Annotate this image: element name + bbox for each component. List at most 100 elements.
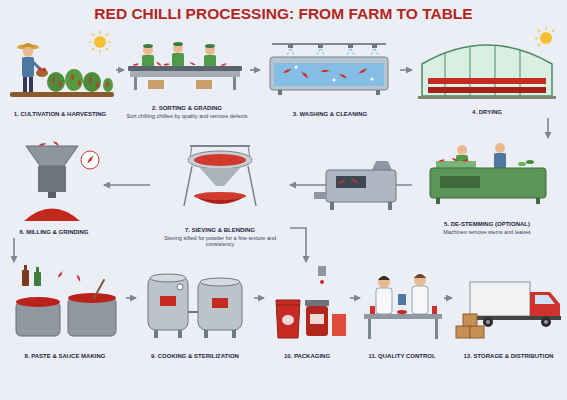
lab-illustration-part bbox=[364, 314, 442, 319]
lab-illustration bbox=[364, 274, 442, 339]
destemming-illustration-part bbox=[526, 160, 534, 164]
farm-illustration-part bbox=[36, 69, 48, 77]
step-label: 10. PACKAGING bbox=[265, 353, 349, 360]
paste-illustration-part bbox=[24, 265, 27, 270]
truck-illustration-part bbox=[470, 282, 530, 316]
sorting-illustration-part bbox=[148, 80, 164, 89]
step-text: 1. CULTIVATION & HARVESTING bbox=[5, 111, 115, 118]
lab-illustration-part bbox=[435, 319, 438, 339]
lab-illustration-part bbox=[368, 319, 371, 339]
step-label: 3. WASHING & CLEANING bbox=[261, 111, 399, 118]
farm-illustration-part bbox=[23, 47, 33, 57]
sorting-illustration-part bbox=[143, 44, 153, 48]
paste-illustration-part bbox=[16, 302, 60, 336]
cooking-tanks-part bbox=[154, 330, 158, 338]
packaging-illustration-part bbox=[277, 305, 299, 306]
conveyor-machine-part bbox=[330, 202, 334, 210]
step-text: 8. PASTE & SAUCE MAKING bbox=[5, 353, 125, 360]
step-text: 9. COOKING & STERILIZATION bbox=[137, 353, 253, 360]
step-label: 4. DRYING bbox=[413, 109, 561, 116]
sun-rays-part bbox=[545, 27, 546, 30]
cooking-tanks-part bbox=[198, 280, 242, 330]
truck-illustration-part bbox=[544, 320, 548, 324]
farm-illustration-part bbox=[103, 78, 113, 92]
sorting-illustration-part bbox=[142, 55, 154, 67]
cooking-tanks-part bbox=[177, 284, 183, 290]
destemming-illustration-part bbox=[457, 145, 467, 155]
conveyor-machine-part bbox=[338, 179, 346, 185]
paste-illustration-part bbox=[16, 297, 60, 307]
sorting-illustration-part bbox=[220, 62, 227, 67]
flow-arrow bbox=[116, 69, 124, 71]
cooking-tanks-part bbox=[204, 330, 208, 338]
sieve-illustration-part bbox=[188, 151, 252, 169]
water-spray-part bbox=[370, 49, 374, 57]
water-spray-part bbox=[316, 49, 320, 57]
farm-illustration-part bbox=[96, 81, 98, 89]
cooking-tanks-part bbox=[160, 296, 176, 306]
cooking-tanks bbox=[148, 274, 242, 338]
flow-arrow bbox=[400, 69, 412, 71]
paste-illustration-part bbox=[57, 271, 63, 279]
flow-arrow bbox=[444, 297, 452, 299]
process-step: 7. SIEVING & BLENDINGSieving sifted for … bbox=[150, 138, 290, 250]
flow-arrow bbox=[254, 297, 264, 299]
sorting-illustration-part bbox=[143, 45, 153, 55]
process-step: 5. DE-STEMMING (OPTIONAL)Machines remove… bbox=[412, 138, 562, 238]
destemming-illustration-part bbox=[495, 143, 505, 153]
destemming-illustration-part bbox=[438, 159, 445, 163]
paste-illustration-part bbox=[68, 293, 116, 303]
sieve-illustration-part bbox=[190, 145, 250, 147]
sieve-illustration-part bbox=[248, 166, 256, 206]
conveyor-machine-part bbox=[326, 170, 396, 202]
step-label: 6. MILLING & GRINDING bbox=[5, 229, 103, 236]
sun-rays-part bbox=[92, 48, 94, 50]
farm-illustration-part bbox=[94, 36, 106, 48]
diagram-title: RED CHILLI PROCESSING: FROM FARM TO TABL… bbox=[0, 5, 567, 24]
truck-illustration-part bbox=[541, 317, 551, 327]
washing-illustration-part bbox=[318, 44, 323, 48]
cooking-tanks-part bbox=[188, 311, 198, 313]
step-description: Machines remove stems and leaves bbox=[413, 229, 561, 236]
sun-rays-part bbox=[99, 50, 100, 53]
mill-illustration-part bbox=[24, 209, 80, 222]
step-label: 9. COOKING & STERILIZATION bbox=[137, 353, 253, 360]
washing-illustration-part bbox=[270, 57, 388, 90]
washing-illustration-part bbox=[288, 44, 293, 48]
farm-illustration-part bbox=[59, 80, 61, 88]
flow-arrow bbox=[104, 184, 150, 186]
farm-illustration-part bbox=[22, 43, 34, 47]
destemming-illustration-part bbox=[440, 176, 480, 188]
process-step: 6. MILLING & GRINDING bbox=[4, 138, 104, 238]
flow-arrow bbox=[13, 238, 15, 262]
flow-arrow bbox=[126, 297, 136, 299]
sun-rays-part bbox=[92, 34, 94, 36]
step-text: 3. WASHING & CLEANING bbox=[261, 111, 399, 118]
sorting-illustration-part bbox=[204, 55, 216, 67]
sun-rays bbox=[89, 31, 111, 53]
truck-illustration-part bbox=[486, 320, 490, 324]
truck-illustration-part bbox=[463, 314, 477, 326]
greenhouse-illustration-part bbox=[422, 45, 552, 96]
washing-illustration-part bbox=[274, 63, 384, 86]
step-label: 7. SIEVING & BLENDING bbox=[151, 227, 289, 234]
farm-illustration-part bbox=[22, 57, 34, 77]
process-step: 2. SORTING & GRADINGSort chilling chilli… bbox=[124, 32, 250, 122]
flow-arrow bbox=[350, 297, 360, 299]
step-text: 6. MILLING & GRINDING bbox=[5, 229, 103, 236]
cooking-tanks-part bbox=[212, 298, 228, 308]
lab-illustration-part bbox=[370, 306, 375, 314]
step-text: 4. DRYING bbox=[413, 109, 561, 116]
lab-illustration-part bbox=[397, 310, 407, 314]
farm-illustration-part bbox=[10, 92, 114, 97]
conveyor-machine-part bbox=[336, 176, 366, 188]
packaging-illustration-part bbox=[318, 266, 326, 276]
sorting-illustration-part bbox=[134, 77, 137, 90]
lab-illustration-part bbox=[378, 276, 390, 280]
sorting-illustration-part bbox=[205, 44, 215, 48]
washing-illustration-part bbox=[376, 90, 380, 95]
washing-illustration-part bbox=[278, 90, 282, 95]
sieve-illustration-part bbox=[194, 192, 246, 200]
washing-illustration-part bbox=[359, 67, 368, 74]
